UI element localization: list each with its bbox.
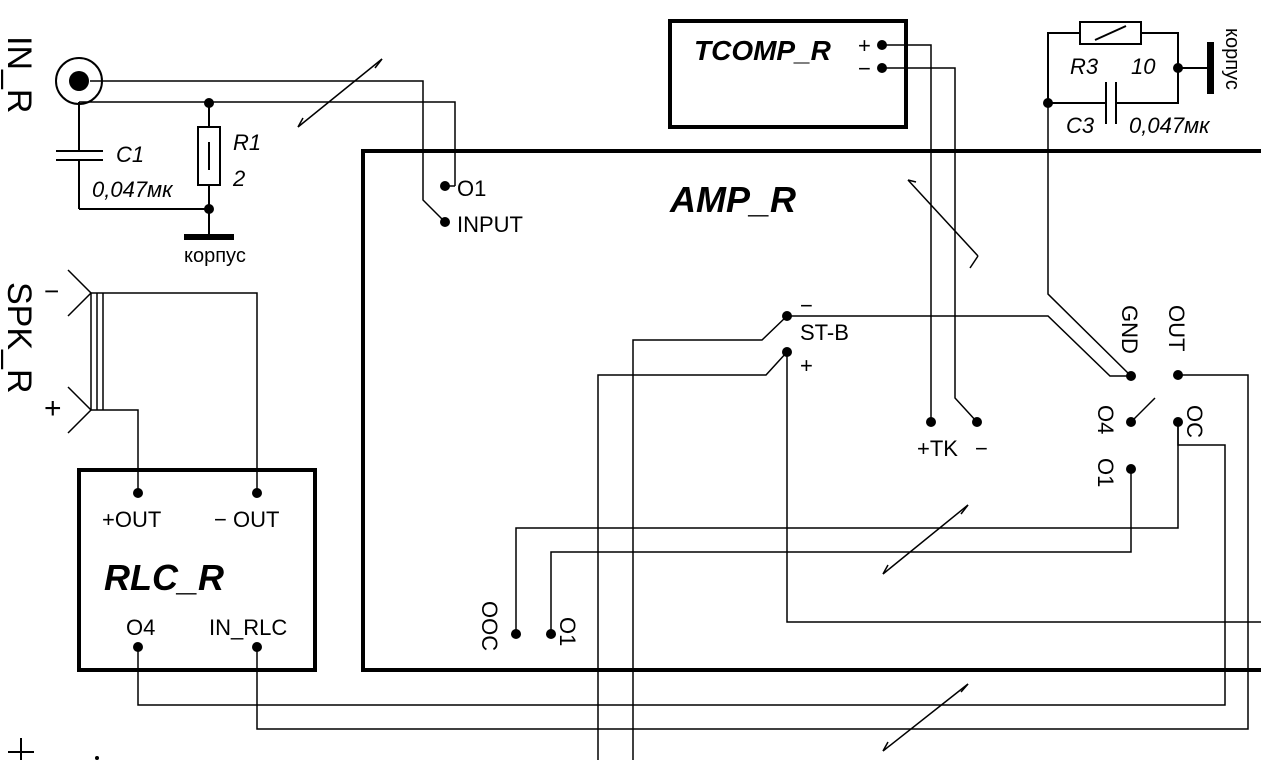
amp-block-outline [361, 149, 1261, 672]
amp-ooc-label: OOC [477, 601, 502, 651]
amp-tk-plus-pin [926, 417, 936, 427]
rlc-block-title: RLC_R [104, 557, 224, 598]
amp-oc-label: OC [1182, 405, 1207, 438]
speaker-terminals [67, 269, 258, 493]
amp-tk-minus-label: − [975, 436, 988, 461]
tcomp-plus-label: + [858, 33, 871, 58]
in-connector-label: IN_R [0, 36, 38, 113]
tcomp-block-title: TCOMP_R [694, 35, 832, 66]
r1-resistor [184, 98, 234, 240]
amp-st-b-minus-pin [782, 311, 792, 321]
r3-value: 10 [1131, 54, 1156, 79]
c1-name: C1 [116, 142, 144, 167]
amp-tk-minus-pin [972, 417, 982, 427]
c3-value: 0,047мк [1129, 113, 1211, 138]
amp-tk-plus-label: +TK [917, 436, 958, 461]
rlc-minus-out-pin [252, 488, 262, 498]
amp-o4-label: O4 [1093, 405, 1118, 434]
tcomp-minus-label: − [858, 56, 871, 81]
rlc-plus-out-pin [133, 488, 143, 498]
rlc-pin-o4-label: O4 [126, 615, 155, 640]
c1-value: 0,047мк [92, 177, 174, 202]
edge-partial-dot [95, 756, 99, 760]
ground-label-right: корпус [1221, 28, 1243, 90]
amp-block-title: AMP_R [669, 179, 796, 220]
amp-o1-bottom-label: O1 [555, 617, 580, 646]
tcomp-block-outline [668, 19, 908, 129]
amp-st-b-plus-pin [782, 347, 792, 357]
amp-input-pin [440, 217, 450, 227]
amp-gnd-label: GND [1117, 305, 1142, 354]
spk-plus-label: + [44, 392, 62, 425]
c1-capacitor [56, 102, 209, 210]
spk-connector-label: SPK_R [0, 282, 38, 394]
tcomp-cable [882, 44, 979, 423]
amp-pin-o1-label: O1 [457, 176, 486, 201]
amp-st-b-plus-label: + [800, 353, 813, 378]
feedback-cable [515, 422, 1179, 634]
amp-st-b-label: ST-B [800, 320, 849, 345]
rlc-pin-in-rlc-label: IN_RLC [209, 615, 287, 640]
amp-pin-input-label: INPUT [457, 212, 523, 237]
amp-out-label: OUT [1164, 305, 1189, 351]
rlc-pin-minus-out-label: − OUT [214, 507, 279, 532]
amp-ooc-pin [511, 629, 521, 639]
amp-gnd-pin [1126, 371, 1136, 381]
r1-name: R1 [233, 130, 261, 155]
rlc-pin-plus-out-label: +OUT [102, 507, 161, 532]
st-b-cable [597, 315, 1261, 760]
rlc-amp-bottom-cable [137, 374, 1249, 752]
amp-st-b-minus-label: − [800, 293, 813, 318]
r3-c3-network [1043, 21, 1214, 377]
ground-label-left: корпус [184, 245, 246, 267]
amp-o1-right-label: O1 [1093, 458, 1118, 487]
r3-name: R3 [1070, 54, 1099, 79]
amp-o1-bottom-pin [546, 629, 556, 639]
r1-value: 2 [232, 166, 245, 191]
rlc-block-outline [77, 468, 317, 672]
c3-name: C3 [1066, 113, 1095, 138]
amp-out-pin [1173, 370, 1183, 380]
spk-minus-label: − [44, 276, 59, 306]
